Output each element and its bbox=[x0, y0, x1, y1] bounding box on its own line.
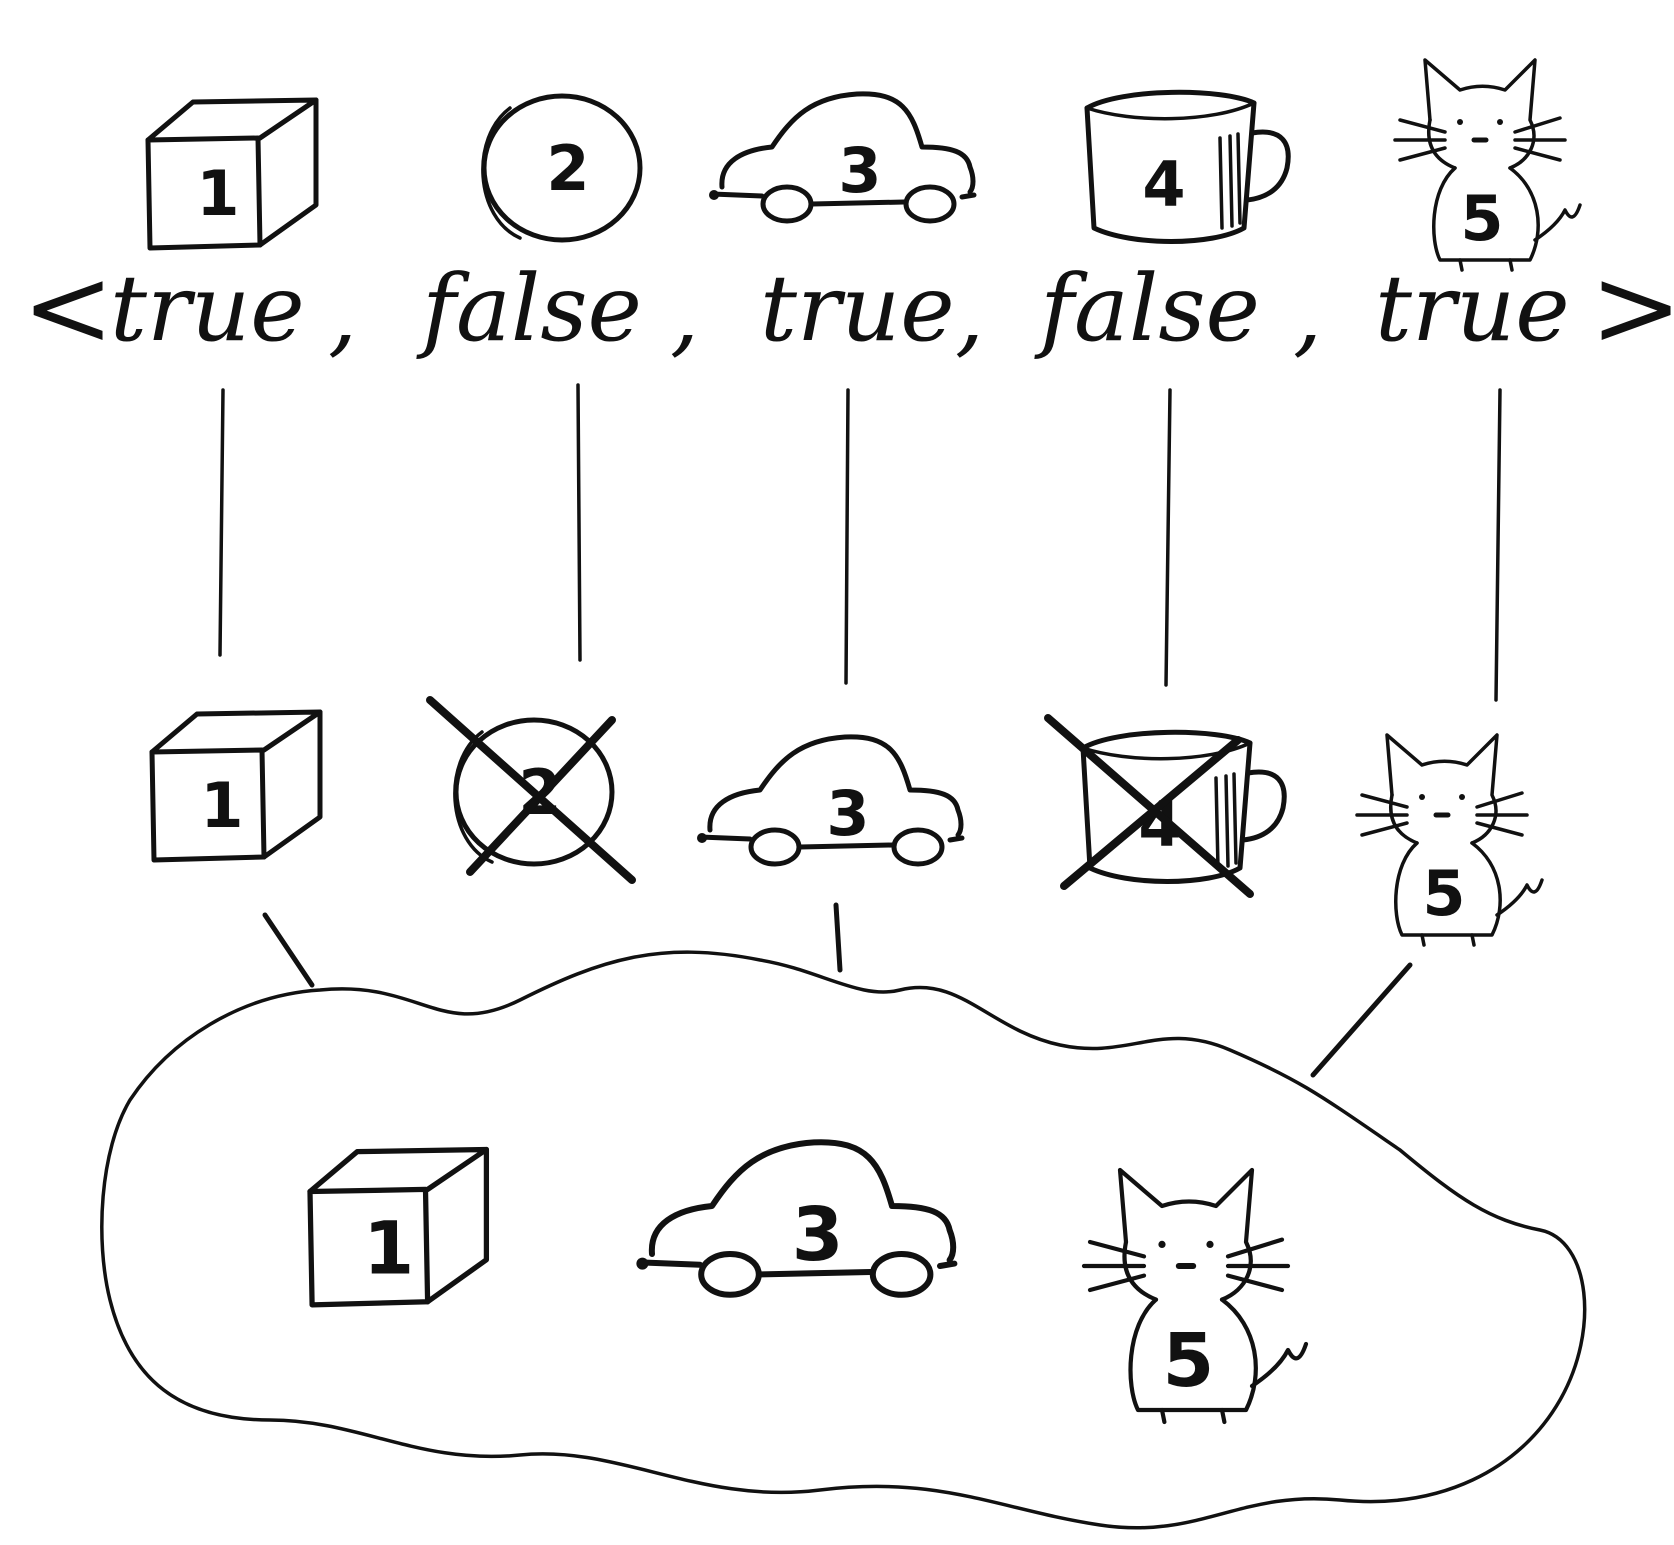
mug-icon: 4 bbox=[1044, 714, 1284, 898]
result-set-boundary bbox=[100, 950, 1587, 1530]
car-icon: 3 bbox=[697, 737, 962, 864]
vector-close-bracket: > bbox=[1590, 243, 1674, 371]
cross-out-icon bbox=[426, 696, 636, 884]
item-number: 2 bbox=[546, 132, 589, 205]
row-filtered-objects: 1 2 3 4 5 bbox=[152, 696, 1542, 945]
item-number: 1 bbox=[363, 1206, 414, 1291]
ball-icon: 2 bbox=[426, 696, 636, 884]
car-icon: 3 bbox=[709, 94, 974, 221]
flag-label: true bbox=[760, 255, 955, 362]
set-connector-lines bbox=[262, 902, 1413, 1078]
ball-icon: 2 bbox=[483, 96, 640, 240]
item-number: 5 bbox=[1422, 857, 1465, 930]
cat-icon: 5 bbox=[1084, 1170, 1306, 1422]
cat-icon: 5 bbox=[1357, 735, 1542, 945]
item-number: 1 bbox=[196, 157, 239, 230]
item-number: 3 bbox=[826, 777, 869, 850]
cat-icon: 5 bbox=[1395, 60, 1580, 270]
flag-label: true bbox=[110, 255, 305, 362]
item-number: 1 bbox=[200, 769, 243, 842]
cross-out-icon bbox=[1044, 714, 1254, 898]
mug-icon: 4 bbox=[1087, 92, 1288, 241]
vector-separator: , bbox=[1293, 260, 1322, 367]
cube-icon: 1 bbox=[310, 1150, 486, 1305]
row-original-objects: 1 2 3 4 5 bbox=[148, 60, 1580, 270]
vector-separator: , bbox=[328, 260, 357, 367]
connector-lines bbox=[218, 383, 1502, 702]
vector-separator: , bbox=[955, 260, 984, 367]
item-number: 4 bbox=[1142, 148, 1185, 221]
item-number: 3 bbox=[838, 134, 881, 207]
flag-label: false bbox=[416, 255, 642, 362]
item-number: 5 bbox=[1163, 1317, 1215, 1404]
boolean-vector: < true , false , true , false , true > bbox=[22, 243, 1674, 371]
vector-open-bracket: < bbox=[22, 243, 114, 371]
result-set-objects: 1 3 5 bbox=[310, 1142, 1306, 1422]
item-number: 5 bbox=[1460, 182, 1503, 255]
flag-label: true bbox=[1375, 255, 1570, 362]
car-icon: 3 bbox=[636, 1142, 954, 1295]
cube-icon: 1 bbox=[152, 712, 320, 860]
flag-label: false bbox=[1034, 255, 1260, 362]
item-number: 3 bbox=[792, 1191, 844, 1278]
cube-icon: 1 bbox=[148, 100, 316, 248]
vector-separator: , bbox=[670, 260, 699, 367]
